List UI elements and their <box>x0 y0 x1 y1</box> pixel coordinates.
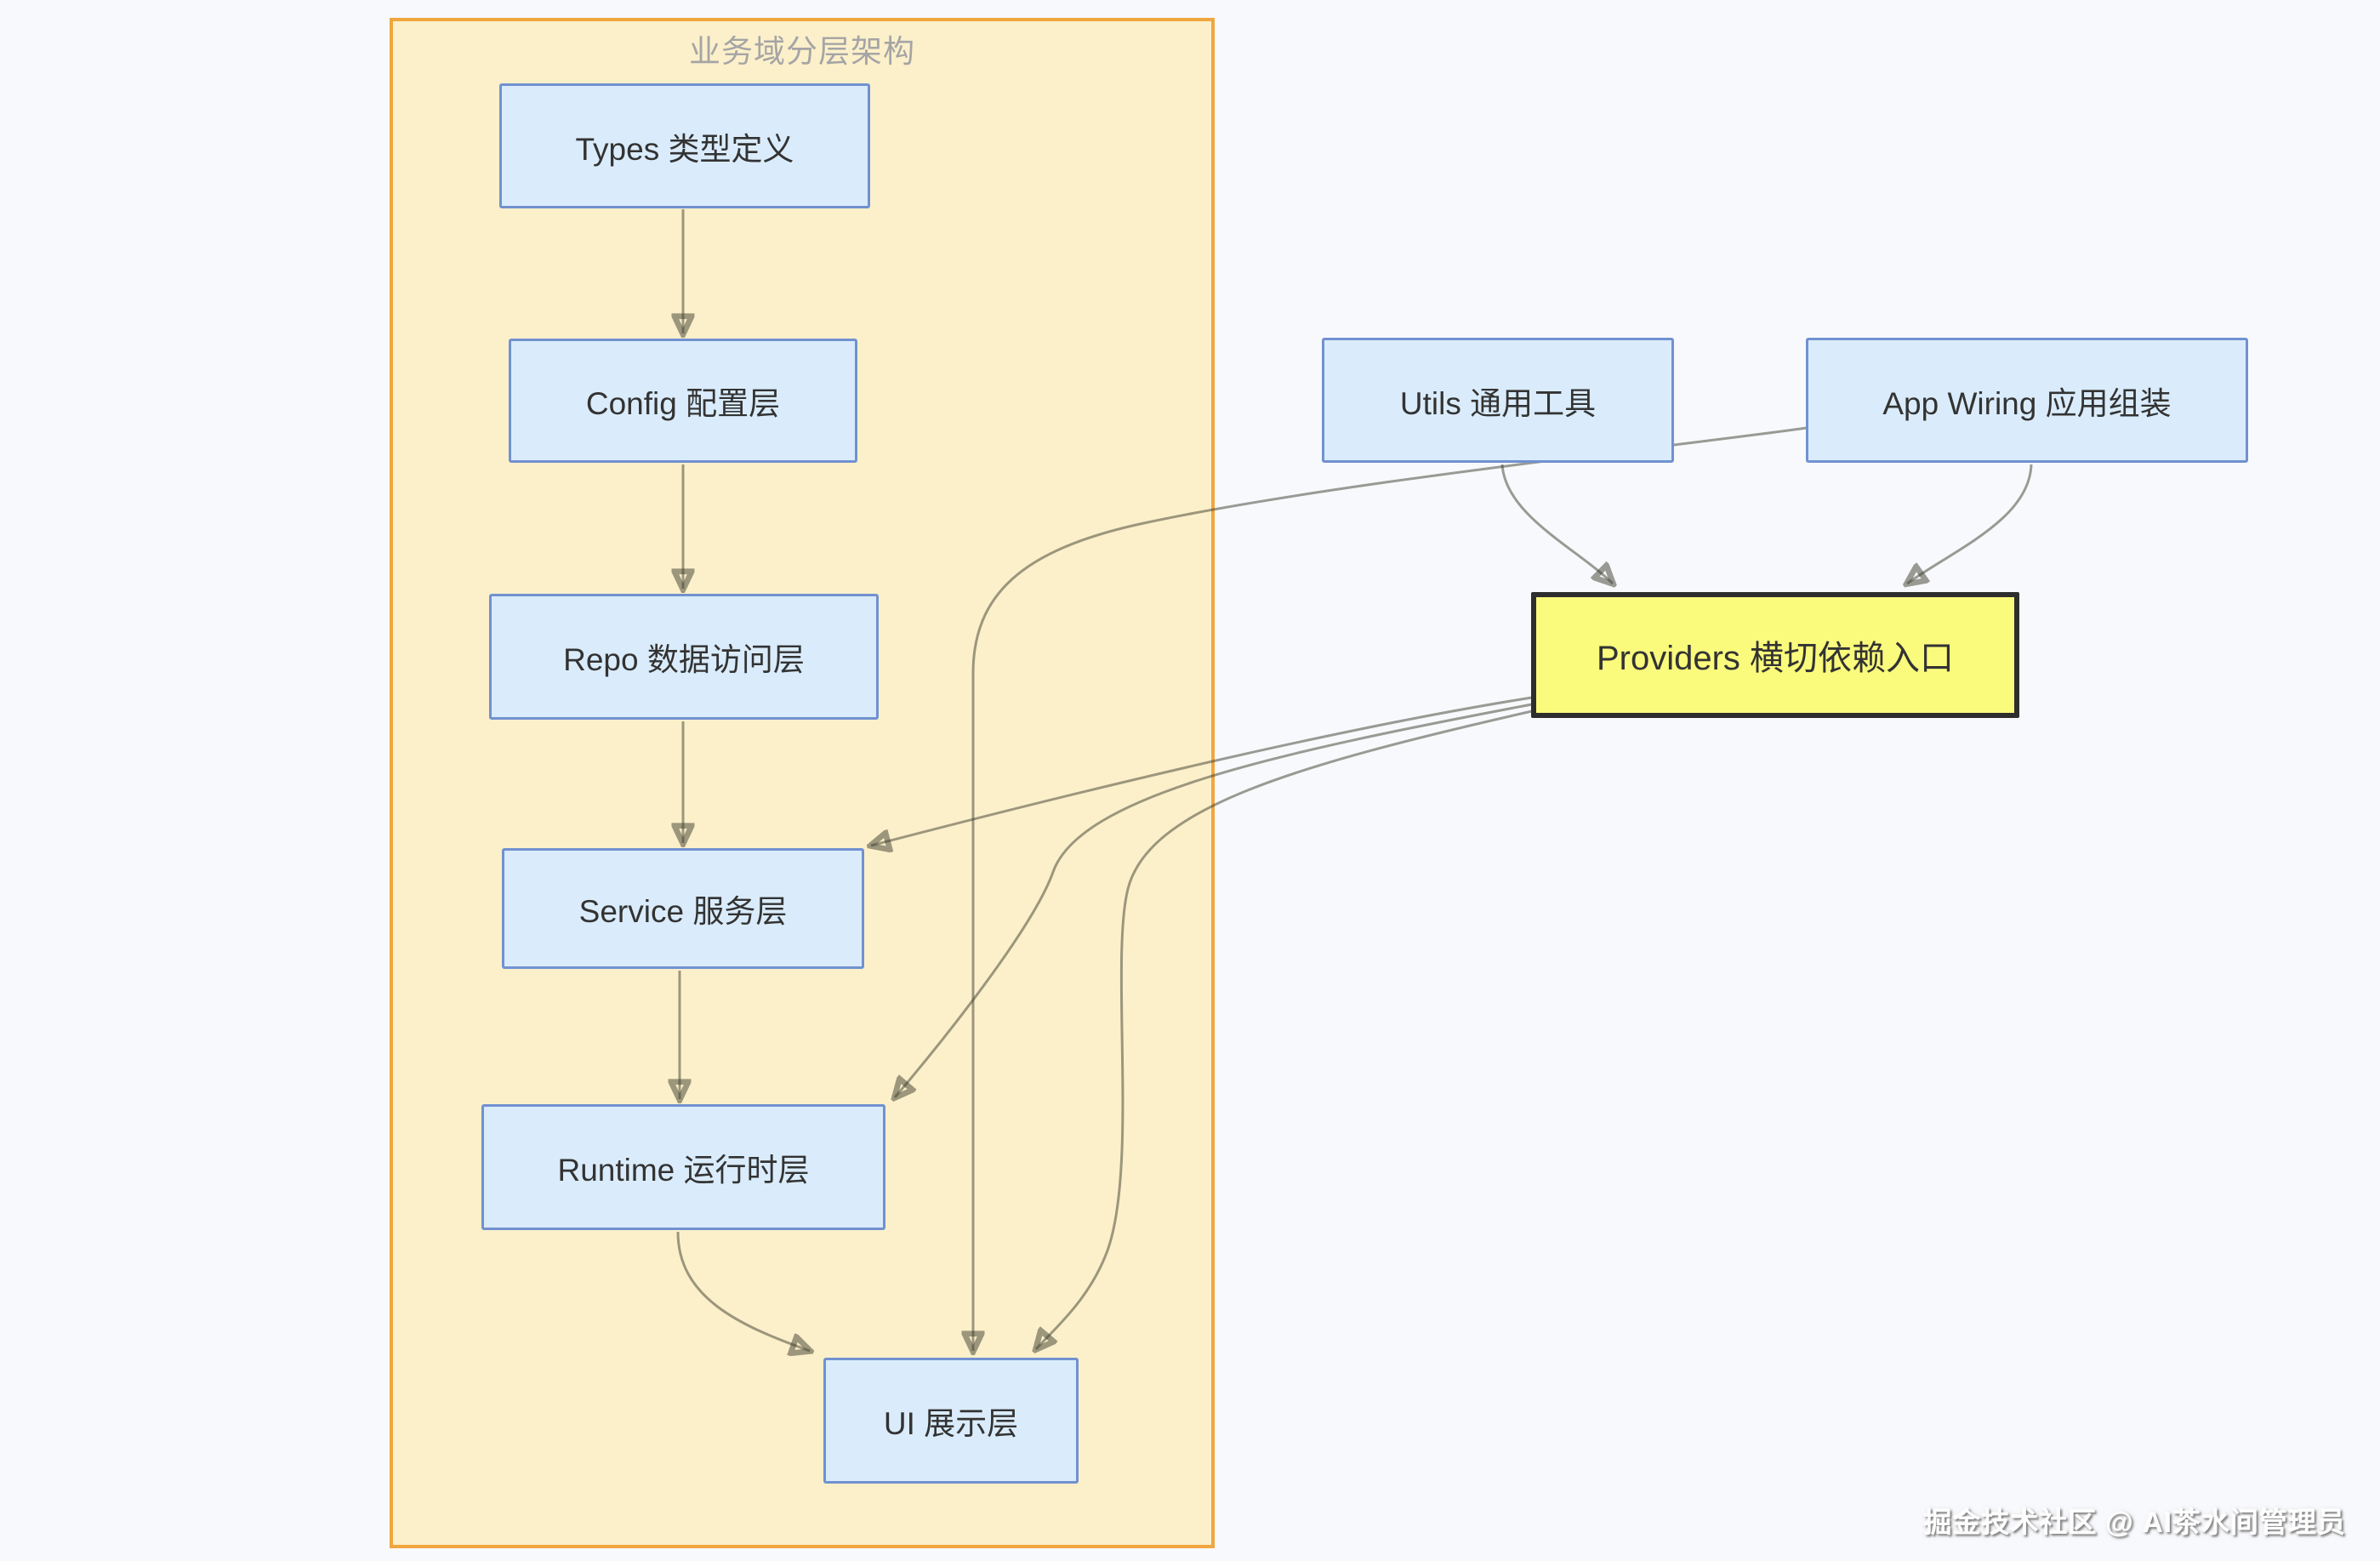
node-ui-label: UI 展示层 <box>883 1406 1019 1441</box>
edge-utils-providers <box>1500 464 1613 584</box>
node-runtime-label: Runtime 运行时层 <box>557 1153 810 1188</box>
node-repo: Repo 数据访问层 <box>489 594 879 720</box>
node-app-wiring: App Wiring 应用组装 <box>1806 338 2248 463</box>
node-config: Config 配置层 <box>509 339 857 463</box>
node-utils-label: Utils 通用工具 <box>1399 385 1597 421</box>
node-providers-label: Providers 横切依赖入口 <box>1596 640 1955 677</box>
node-repo-label: Repo 数据访问层 <box>563 642 805 677</box>
subgraph-business-domain <box>390 18 1215 1548</box>
watermark: 掘金技术社区 @ AI茶水间管理员 <box>1923 1507 2346 1538</box>
node-ui: UI 展示层 <box>823 1358 1079 1484</box>
node-config-label: Config 配置层 <box>585 386 781 421</box>
node-service-label: Service 服务层 <box>578 894 788 929</box>
node-utils: Utils 通用工具 <box>1322 338 1674 463</box>
node-runtime: Runtime 运行时层 <box>481 1104 885 1230</box>
edge-wiring-providers <box>1907 464 2033 584</box>
edge-providers-runtime <box>895 703 1533 1097</box>
node-service: Service 服务层 <box>502 848 864 969</box>
node-app-wiring-label: App Wiring 应用组装 <box>1882 385 2172 421</box>
edge-runtime-ui <box>676 1231 810 1351</box>
subgraph-title: 业务域分层架构 <box>689 34 915 69</box>
edge-providers-ui <box>1036 709 1533 1349</box>
edge-providers-service <box>871 696 1533 846</box>
edge-wiring-ui <box>973 426 1808 1351</box>
node-types-label: Types 类型定义 <box>575 131 794 167</box>
node-types: Types 类型定义 <box>499 83 870 208</box>
node-providers: Providers 横切依赖入口 <box>1531 592 2019 718</box>
